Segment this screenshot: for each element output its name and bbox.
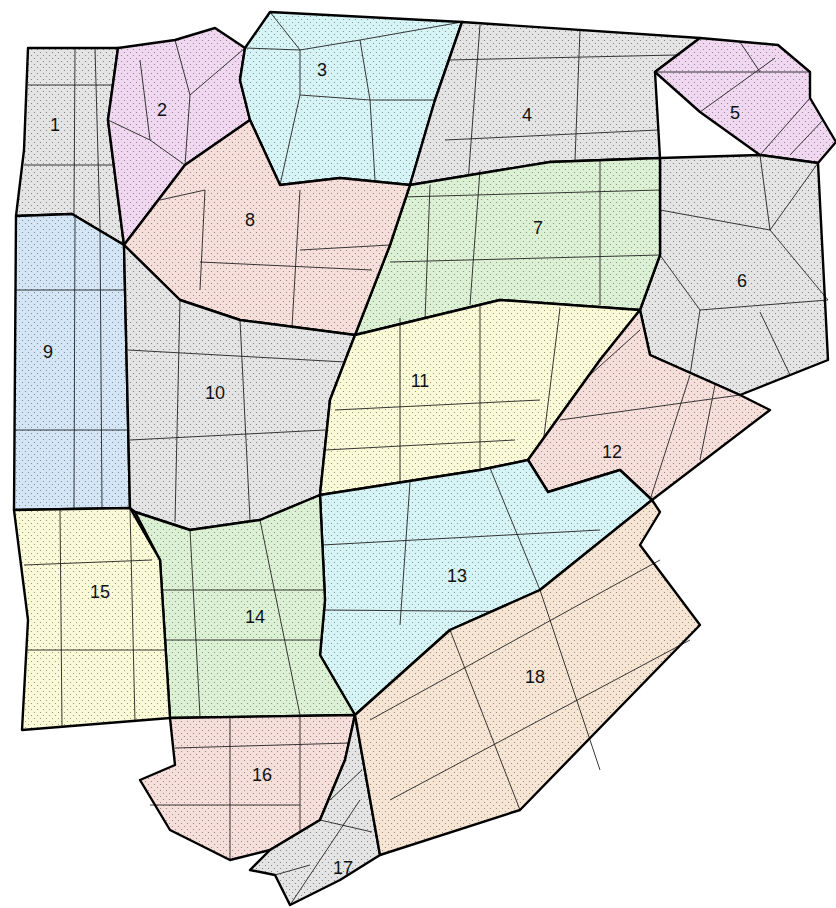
region-number: 1	[50, 116, 60, 134]
region-number: 7	[533, 219, 543, 237]
region-shape	[526, 308, 772, 502]
region-number: 4	[522, 106, 532, 124]
region-number: 10	[205, 384, 225, 402]
map-region: 18	[353, 498, 702, 857]
map-region: 12	[526, 308, 772, 502]
region-number: 15	[90, 583, 110, 601]
region-number: 9	[43, 343, 53, 361]
map-region: 5	[653, 36, 836, 165]
region-number: 13	[447, 567, 467, 585]
region-number: 14	[245, 608, 265, 626]
region-shape	[653, 36, 836, 165]
map-region: 9	[12, 212, 132, 512]
region-number: 11	[411, 372, 430, 390]
region-number: 16	[252, 766, 272, 784]
map-region: 15	[12, 506, 172, 732]
region-number: 3	[317, 61, 327, 79]
region-shape	[12, 506, 172, 732]
region-number: 5	[730, 104, 740, 122]
region-number: 2	[157, 101, 167, 119]
region-number: 18	[525, 668, 545, 686]
region-number: 12	[602, 443, 622, 461]
region-number: 17	[333, 859, 353, 877]
region-shape	[638, 153, 830, 397]
region-number: 6	[737, 272, 747, 290]
map-region: 6	[638, 153, 830, 397]
region-shape	[12, 212, 132, 512]
region-number: 8	[245, 211, 255, 229]
